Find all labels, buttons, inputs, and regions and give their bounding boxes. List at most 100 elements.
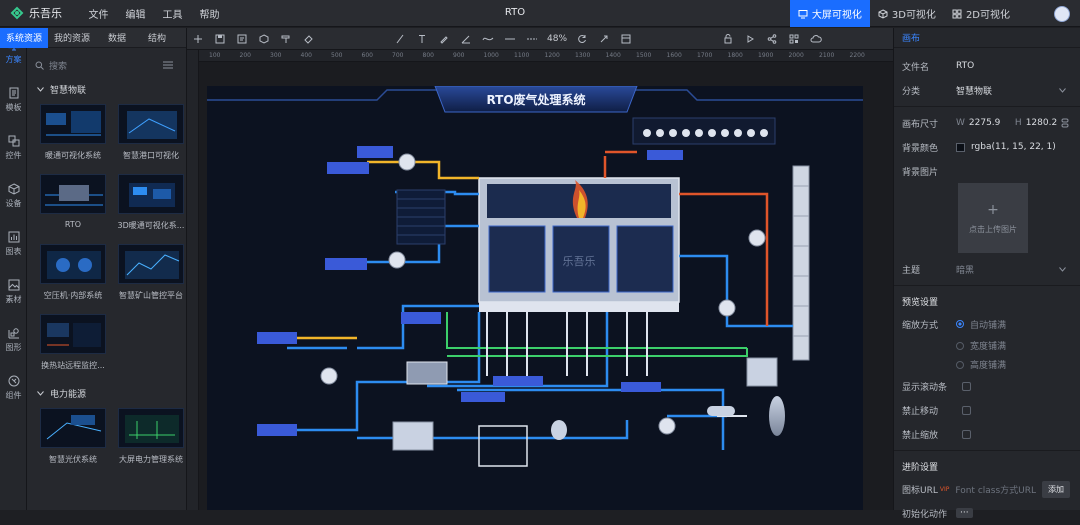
refresh-icon[interactable] xyxy=(571,28,593,50)
pen-icon[interactable] xyxy=(433,28,455,50)
logo[interactable]: 乐吾乐 xyxy=(0,5,80,21)
thumb-item[interactable]: RTO xyxy=(35,170,111,240)
chevron-down-icon[interactable] xyxy=(1059,87,1066,93)
show-scroll-checkbox[interactable] xyxy=(962,381,971,391)
nav-widget[interactable]: 控件 xyxy=(0,124,27,172)
color-swatch[interactable] xyxy=(956,142,965,152)
cloud-icon[interactable] xyxy=(805,28,827,50)
qrcode-icon[interactable] xyxy=(783,28,805,50)
radio-height-fill[interactable] xyxy=(956,360,964,369)
height-input[interactable]: 1280.2 xyxy=(1025,118,1058,128)
tab-system-resources[interactable]: 系统资源 xyxy=(0,27,49,48)
thumb-item[interactable]: 暖通可视化系统 xyxy=(35,100,111,170)
add-button[interactable]: 添加 xyxy=(1042,480,1070,498)
divider xyxy=(894,450,1080,451)
tab-structure[interactable]: 结构 xyxy=(148,34,167,44)
ruler-tick: 1800 xyxy=(727,52,743,59)
group-title: 智慧物联 xyxy=(50,85,87,96)
no-move-checkbox[interactable] xyxy=(962,405,971,415)
search-box[interactable]: 搜索 xyxy=(35,56,178,74)
category-select[interactable]: 智慧物联 xyxy=(956,86,993,97)
init-action-row: 初始化动作 ··· xyxy=(894,501,1080,525)
file-name-input[interactable]: RTO xyxy=(956,61,975,71)
diagram-title: RTO废气处理系统 xyxy=(486,92,585,107)
tab-2d[interactable]: 2D可视化 xyxy=(944,0,1018,27)
list-icon[interactable] xyxy=(163,61,173,69)
thumb-item[interactable]: 大屏电力管理系统 xyxy=(113,404,189,474)
field-label: 背景图片 xyxy=(902,167,939,178)
brush-icon[interactable] xyxy=(275,28,297,50)
eraser-icon[interactable] xyxy=(297,28,319,50)
nav-material[interactable]: 素材 xyxy=(0,268,27,316)
lock-icon[interactable] xyxy=(717,28,739,50)
thumb-image xyxy=(40,408,106,448)
ruler-tick: 400 xyxy=(300,52,312,59)
tab-bigscreen[interactable]: 大屏可视化 xyxy=(789,0,870,27)
group-power[interactable]: 电力能源 xyxy=(27,382,186,404)
menu-edit[interactable]: 编辑 xyxy=(125,9,146,21)
tab-canvas[interactable]: 画布 xyxy=(894,28,1080,48)
nav-chart[interactable]: 图表 xyxy=(0,220,27,268)
upload-image-button[interactable]: + 点击上传图片 xyxy=(958,183,1028,253)
thumb-item[interactable]: 3D暖通可视化系... xyxy=(113,170,189,240)
menu-help[interactable]: 帮助 xyxy=(199,9,220,21)
link-icon[interactable] xyxy=(1061,118,1069,128)
chevron-down-icon[interactable] xyxy=(1059,266,1066,272)
thumb-item[interactable]: 智慧矿山管控平台 xyxy=(113,240,189,310)
no-move-row: 禁止移动 xyxy=(894,398,1080,422)
nav-label: 组件 xyxy=(5,391,22,400)
text-icon[interactable] xyxy=(411,28,433,50)
tab-data[interactable]: 数据 xyxy=(108,34,127,44)
menu-tools[interactable]: 工具 xyxy=(162,9,183,21)
theme-select[interactable]: 暗黑 xyxy=(956,265,975,276)
nav-device[interactable]: 设备 xyxy=(0,172,27,220)
nav-component[interactable]: 组件 xyxy=(0,364,27,412)
avatar[interactable] xyxy=(1054,5,1070,22)
pencil-icon[interactable] xyxy=(455,28,477,50)
editor-canvas[interactable]: RTO废气处理系统 乐吾乐 xyxy=(199,62,893,510)
play-icon[interactable] xyxy=(739,28,761,50)
nav-label: 模板 xyxy=(5,103,22,112)
group-iot[interactable]: 智慧物联 xyxy=(27,78,186,100)
nav-label: 控件 xyxy=(5,151,22,160)
hexagon-icon[interactable] xyxy=(253,28,275,50)
tab-my-resources[interactable]: 我的资源 xyxy=(54,34,91,44)
icon-url-input[interactable]: Font class方式URL xyxy=(955,485,1037,496)
thumb-label: 暖通可视化系统 xyxy=(45,151,101,160)
image-icon xyxy=(8,279,19,291)
tab-3d[interactable]: 3D可视化 xyxy=(870,0,944,27)
rto-board[interactable]: RTO废气处理系统 乐吾乐 xyxy=(207,85,863,510)
radio-label: 自动铺满 xyxy=(970,320,1007,331)
nav-label: 图表 xyxy=(5,247,22,256)
preview-icon[interactable] xyxy=(231,28,253,50)
curve-icon[interactable] xyxy=(477,28,499,50)
width-input[interactable]: 2275.9 xyxy=(968,118,1001,128)
thumb-item[interactable]: 换热站远程监控... xyxy=(35,310,111,380)
thumb-image xyxy=(40,244,106,284)
thumb-item[interactable]: 智慧光伏系统 xyxy=(35,404,111,474)
thumb-item[interactable]: 智慧港口可视化 xyxy=(113,100,189,170)
radio-width-fill[interactable] xyxy=(956,341,964,350)
menu-file[interactable]: 文件 xyxy=(88,9,109,21)
add-icon[interactable] xyxy=(187,28,209,50)
grid-icon xyxy=(952,9,962,18)
bg-color-value[interactable]: rgba(11, 15, 22, 1) xyxy=(971,142,1056,152)
arrow-style-icon[interactable] xyxy=(521,28,543,50)
nav-shape[interactable]: 图形 xyxy=(0,316,27,364)
nav-template[interactable]: 模板 xyxy=(0,76,27,124)
fit-icon[interactable] xyxy=(593,28,615,50)
save-icon[interactable] xyxy=(209,28,231,50)
ruler-tick: 1300 xyxy=(575,52,591,59)
frame-icon[interactable] xyxy=(615,28,637,50)
no-zoom-checkbox[interactable] xyxy=(962,429,971,439)
bg-color-row: 背景颜色 rgba(11, 15, 22, 1) xyxy=(894,135,1080,159)
w-label: W xyxy=(956,118,965,128)
radio-auto-fill[interactable] xyxy=(956,320,964,328)
share-icon[interactable] xyxy=(761,28,783,50)
thumb-item[interactable]: 空压机·内部系统 xyxy=(35,240,111,310)
ruler-tick: 2100 xyxy=(819,52,835,59)
line-style-icon[interactable] xyxy=(499,28,521,50)
zoom-level[interactable]: 48% xyxy=(547,33,568,44)
line-icon[interactable] xyxy=(389,28,411,50)
